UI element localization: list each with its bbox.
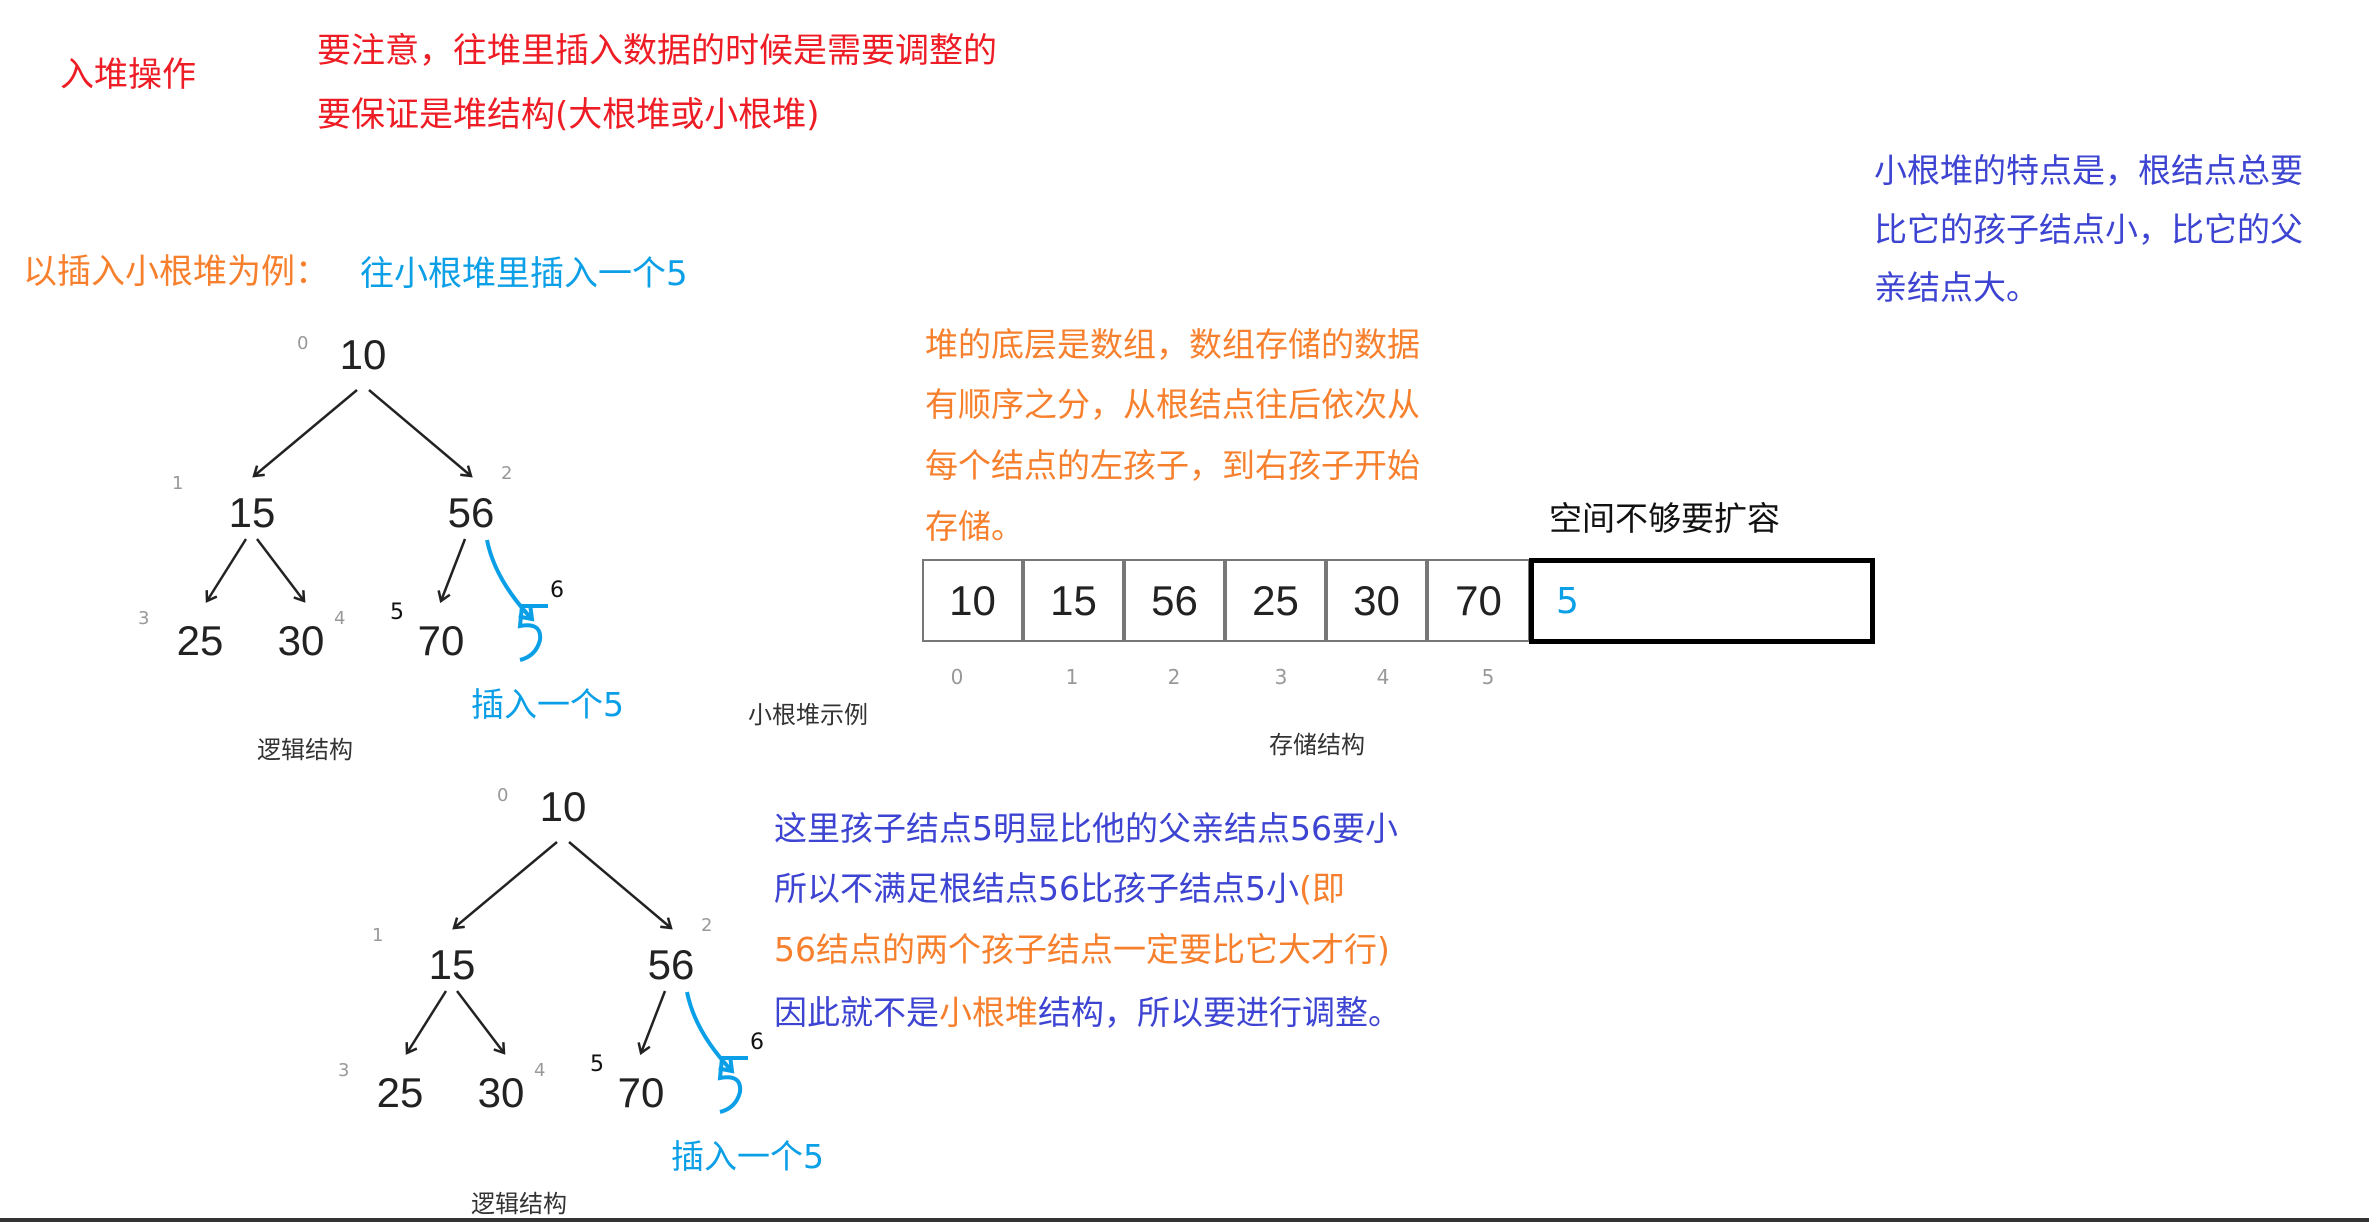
min-heap-note-line-1: 小根堆的特点是，根结点总要	[1874, 151, 2303, 190]
violation-line-4a: 因此就不是	[774, 993, 939, 1032]
edge-10-15	[454, 841, 558, 928]
array-note-line-4: 存储。	[925, 507, 1024, 546]
index-1: 1	[372, 925, 384, 946]
array-cell: 30	[1326, 559, 1427, 642]
note-line-2: 要保证是堆结构(大根堆或小根堆)	[317, 95, 820, 135]
array-extended-cell: 5	[1529, 558, 1875, 644]
node-0: 10	[539, 783, 587, 830]
edge-10-15	[254, 389, 358, 476]
index-0: 0	[497, 785, 509, 806]
edge-15-25	[407, 990, 448, 1053]
violation-line-4c: 结构，所以要进行调整。	[1038, 993, 1401, 1032]
tree2-inserted-5-glyph	[717, 1056, 748, 1114]
tree1-insert-edge	[485, 539, 532, 619]
index-4: 4	[334, 608, 346, 629]
bottom-border	[0, 1218, 2369, 1222]
violation-line-2b: (即	[1299, 869, 1345, 908]
index-4: 4	[534, 1060, 546, 1081]
node-4: 30	[477, 1069, 525, 1116]
node-1: 15	[428, 941, 476, 988]
edge-10-56	[568, 841, 671, 928]
array-index: 5	[1481, 665, 1495, 689]
index-2: 2	[501, 463, 513, 484]
index-6: 6	[750, 1030, 764, 1055]
insert-label: 插入一个5	[671, 1137, 824, 1176]
node-1: 15	[228, 489, 276, 536]
edge-15-30	[456, 990, 504, 1053]
violation-line-3: 56结点的两个孩子结点一定要比它大才行)	[774, 930, 1390, 969]
tree2-caption: 逻辑结构	[471, 1190, 567, 1218]
array-index: 1	[1065, 665, 1079, 689]
min-heap-note-line-2: 比它的孩子结点小，比它的父	[1874, 210, 2303, 249]
note-line-1: 要注意，往堆里插入数据的时候是需要调整的	[317, 31, 997, 71]
array-index: 3	[1274, 665, 1288, 689]
violation-line-2: 所以不满足根结点56比孩子结点5小(即	[774, 872, 1345, 905]
example-label: 以插入小根堆为例：	[23, 252, 329, 292]
array-note-line-2: 有顺序之分，从根结点往后依次从	[925, 385, 1420, 424]
tree2-edges	[407, 841, 671, 1053]
node-4: 30	[277, 617, 325, 664]
index-0: 0	[297, 333, 309, 354]
example-caption: 小根堆示例	[748, 701, 868, 729]
index-2: 2	[701, 915, 713, 936]
array-index: 2	[1167, 665, 1181, 689]
node-3: 25	[376, 1069, 424, 1116]
node-2: 56	[447, 489, 495, 536]
index-3: 3	[338, 1060, 350, 1081]
node-5: 70	[417, 617, 465, 664]
min-heap-note-line-3: 亲结点大。	[1874, 268, 2039, 307]
array-note-line-1: 堆的底层是数组，数组存储的数据	[925, 325, 1420, 364]
example-action: 往小根堆里插入一个5	[360, 254, 688, 294]
edge-56-70	[441, 538, 467, 601]
violation-line-4: 因此就不是小根堆结构，所以要进行调整。	[774, 996, 1401, 1029]
edge-10-56	[368, 389, 471, 476]
array-index: 4	[1376, 665, 1390, 689]
heading: 入堆操作	[60, 55, 196, 95]
expand-label: 空间不够要扩容	[1549, 499, 1780, 538]
node-5: 70	[617, 1069, 665, 1116]
array-cell: 25	[1225, 559, 1326, 642]
index-3: 3	[138, 608, 150, 629]
index-6: 6	[550, 578, 564, 603]
edge-15-30	[256, 538, 304, 601]
array-cell: 70	[1427, 559, 1530, 642]
array-cell: 10	[922, 559, 1023, 642]
array-index: 0	[950, 665, 964, 689]
violation-line-4b: 小根堆	[939, 993, 1038, 1032]
tree2-insert-edge	[685, 991, 732, 1071]
tree1-caption: 逻辑结构	[257, 736, 353, 764]
array-cell: 15	[1023, 559, 1124, 642]
tree1-inserted-5-glyph	[517, 604, 548, 662]
node-3: 25	[176, 617, 224, 664]
array-note-line-3: 每个结点的左孩子，到右孩子开始	[925, 446, 1420, 485]
index-5: 5	[390, 600, 404, 625]
tree1-edges	[207, 389, 471, 601]
edge-15-25	[207, 538, 248, 601]
node-2: 56	[647, 941, 695, 988]
insert-label: 插入一个5	[471, 685, 624, 724]
violation-line-1: 这里孩子结点5明显比他的父亲结点56要小	[774, 809, 1398, 848]
index-5: 5	[590, 1052, 604, 1077]
array-cell: 56	[1124, 559, 1225, 642]
violation-line-2a: 所以不满足根结点56比孩子结点5小	[774, 869, 1299, 908]
extended-value: 5	[1556, 580, 1579, 622]
index-1: 1	[172, 473, 184, 494]
node-0: 10	[339, 331, 387, 378]
edge-56-70	[641, 990, 667, 1053]
array-caption: 存储结构	[1269, 731, 1365, 759]
